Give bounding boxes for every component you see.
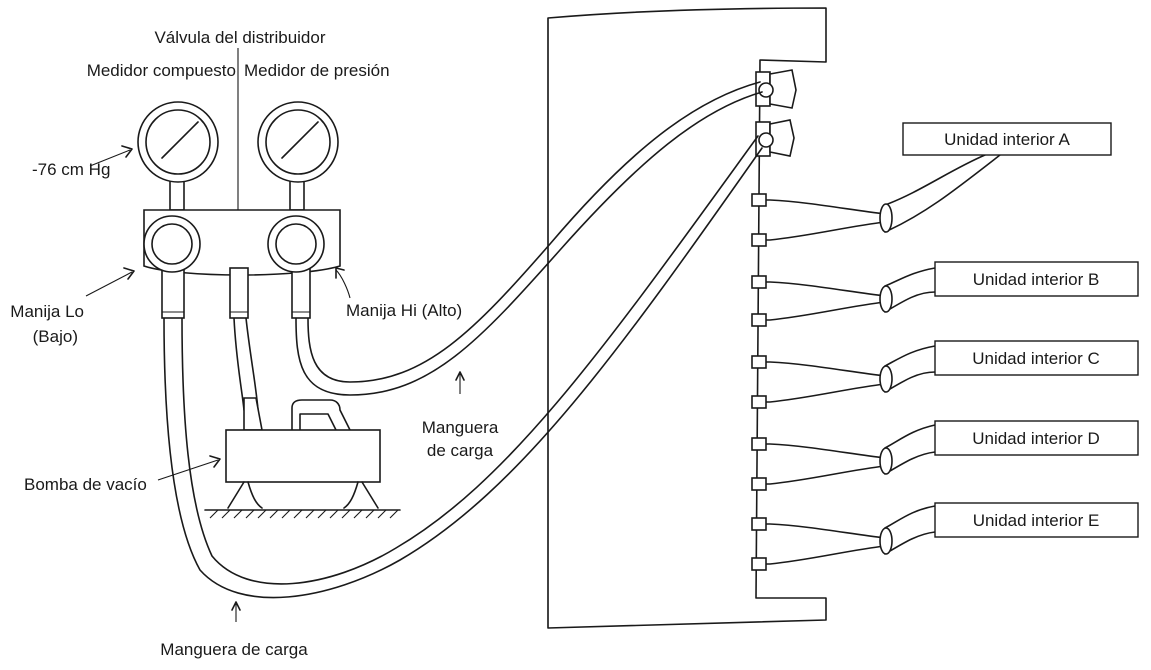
- pressure-gauge-label: Medidor de presión: [244, 61, 390, 80]
- indoor-unit-c-label: Unidad interior C: [972, 349, 1100, 368]
- vacuum-reading-label: -76 cm Hg: [32, 160, 110, 179]
- indoor-unit-box-d: Unidad interior D: [934, 420, 1139, 456]
- charge-hose-lo: [163, 135, 763, 599]
- leader-lines: [85, 48, 465, 622]
- pressure-gauge: [257, 101, 339, 183]
- indoor-unit-box-b: Unidad interior B: [934, 261, 1139, 297]
- lo-handle-knob: [143, 215, 201, 273]
- indoor-unit-box-c: Unidad interior C: [934, 340, 1139, 376]
- charge-hose-mid-sublabel: de carga: [427, 441, 494, 460]
- indoor-unit-d-label: Unidad interior D: [972, 429, 1100, 448]
- charge-hose-hi: [295, 81, 763, 396]
- charge-hose-mid-label: Manguera: [422, 418, 499, 437]
- manifold-gauge-set: [137, 101, 341, 319]
- indoor-unit-b-label: Unidad interior B: [973, 270, 1100, 289]
- compound-gauge-label: Medidor compuesto: [87, 61, 236, 80]
- vacuum-hose: [233, 317, 259, 411]
- charge-hose-bottom-label: Manguera de carga: [160, 640, 308, 659]
- indoor-unit-pipes: [751, 154, 1001, 571]
- lo-handle-sublabel: (Bajo): [33, 327, 78, 346]
- valve-label: Válvula del distribuidor: [154, 28, 325, 47]
- service-valve-lower: [755, 119, 795, 157]
- indoor-unit-box-a: Unidad interior A: [902, 122, 1112, 156]
- indoor-unit-a-label: Unidad interior A: [944, 130, 1070, 149]
- hi-handle-label: Manija Hi (Alto): [346, 301, 462, 320]
- indoor-unit-box-e: Unidad interior E: [934, 502, 1139, 538]
- indoor-unit-e-label: Unidad interior E: [973, 511, 1100, 530]
- hi-handle-knob: [267, 215, 325, 273]
- service-valve-upper: [755, 69, 797, 109]
- vacuum-pump: [204, 397, 401, 519]
- compound-gauge: [137, 101, 219, 183]
- lo-handle-label: Manija Lo: [10, 302, 84, 321]
- vacuum-pump-label: Bomba de vacío: [24, 475, 147, 494]
